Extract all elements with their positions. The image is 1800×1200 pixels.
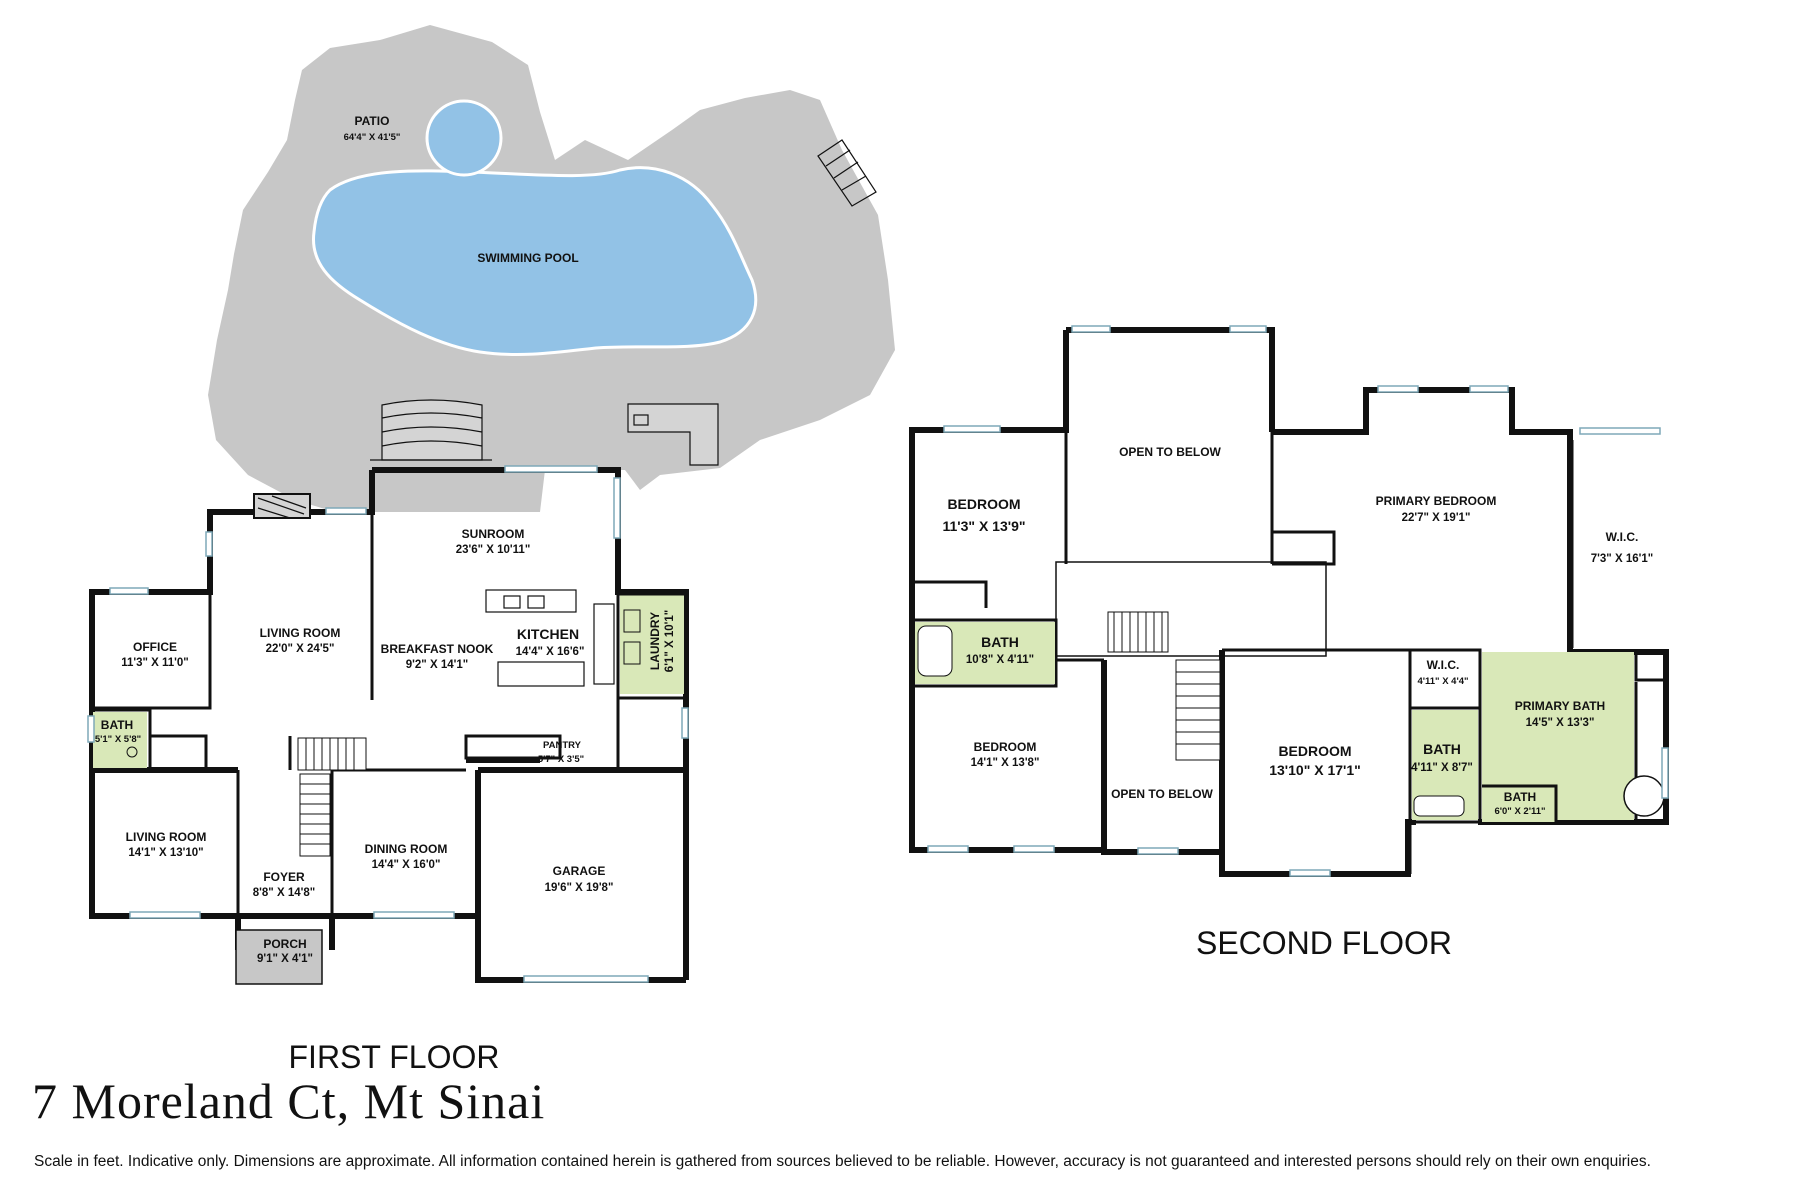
label-open-below-2: OPEN TO BELOW: [1111, 787, 1213, 801]
dim-bedroom-2: 14'1" X 13'8": [971, 757, 1040, 769]
windows-2f: [927, 325, 1669, 877]
dim-kitchen: 14'4" X 16'6": [516, 646, 585, 658]
label-bath-2f-1: BATH: [981, 634, 1019, 650]
dim-pantry: 5'7" X 3'5": [538, 754, 584, 765]
second-floor-walls: [909, 327, 1669, 877]
second-floor-title: SECOND FLOOR: [1196, 925, 1452, 961]
dim-living-room-1: 22'0" X 24'5": [266, 643, 335, 655]
dim-bath-1f: 5'1" X 5'8": [95, 734, 141, 745]
dim-porch: 9'1" X 4'1": [257, 953, 313, 965]
stairs-1f: [297, 737, 367, 857]
label-primary-bedroom: PRIMARY BEDROOM: [1376, 494, 1497, 508]
dim-living-room-2: 14'1" X 13'10": [128, 847, 203, 859]
label-pantry: PANTRY: [543, 740, 582, 751]
label-sunroom: SUNROOM: [462, 527, 525, 541]
first-floor-title: FIRST FLOOR: [289, 1039, 500, 1075]
dim-office: 11'3" X 11'0": [121, 657, 189, 669]
first-floor-walls: [89, 467, 689, 983]
dim-bedroom-3: 13'10" X 17'1": [1269, 762, 1361, 778]
dim-primary-bedroom: 22'7" X 19'1": [1402, 512, 1471, 524]
dim-bedroom-1: 11'3" X 13'9": [943, 518, 1026, 534]
dim-dining-room: 14'4" X 16'0": [372, 859, 441, 871]
dim-sunroom: 23'6" X 10'11": [456, 544, 531, 556]
label-kitchen: KITCHEN: [517, 626, 579, 642]
dim-wic-1: 7'3" X 16'1": [1591, 553, 1653, 565]
label-bath-1f: BATH: [101, 718, 133, 732]
outdoor-bar: [627, 403, 719, 466]
label-patio: PATIO: [355, 114, 390, 128]
label-bedroom-2: BEDROOM: [974, 740, 1037, 754]
label-bath-2f-3: BATH: [1504, 790, 1536, 804]
label-office: OFFICE: [133, 640, 177, 654]
label-porch: PORCH: [263, 937, 306, 951]
disclaimer-text: Scale in feet. Indicative only. Dimensio…: [34, 1153, 1651, 1170]
dim-breakfast-nook: 9'2" X 14'1": [406, 659, 468, 671]
dim-wic-2: 4'11" X 4'4": [1417, 676, 1468, 687]
dim-bath-2f-2: 4'11" X 8'7": [1411, 762, 1473, 774]
windows-1f: [87, 465, 689, 983]
label-bedroom-3: BEDROOM: [1278, 743, 1351, 759]
pool-spa: [425, 99, 503, 177]
label-garage: GARAGE: [553, 864, 606, 878]
dim-foyer: 8'8" X 14'8": [253, 887, 315, 899]
label-bath-2f-2: BATH: [1423, 741, 1461, 757]
patio-stairs-right: [817, 139, 877, 207]
label-pool: SWIMMING POOL: [477, 251, 578, 265]
label-open-below-1: OPEN TO BELOW: [1119, 445, 1221, 459]
label-dining-room: DINING ROOM: [365, 842, 448, 856]
bath-2f-3-fill: [1482, 786, 1556, 822]
label-wic-2: W.I.C.: [1427, 658, 1460, 672]
laundry-room: [620, 594, 684, 694]
label-bedroom-1: BEDROOM: [947, 496, 1020, 512]
dim-primary-bath: 14'5" X 13'3": [1526, 717, 1595, 729]
dim-garage: 19'6" X 19'8": [545, 882, 614, 894]
label-wic-1: W.I.C.: [1606, 530, 1639, 544]
stairs-2f: [1107, 611, 1221, 761]
dim-laundry: 6'1" X 10'1": [664, 610, 676, 672]
porch-area: [235, 929, 323, 985]
kitchen-fixtures: [485, 589, 615, 687]
label-living-room-1: LIVING ROOM: [260, 626, 341, 640]
label-primary-bath: PRIMARY BATH: [1515, 699, 1605, 713]
property-address: 7 Moreland Ct, Mt Sinai: [32, 1073, 546, 1129]
patio-steps: [370, 399, 492, 461]
bath-1f-fill: [93, 712, 147, 768]
label-laundry: LAUNDRY: [648, 612, 662, 670]
label-living-room-2: LIVING ROOM: [126, 830, 207, 844]
dim-bath-2f-1: 10'8" X 4'11": [966, 654, 1034, 666]
label-breakfast-nook: BREAKFAST NOOK: [381, 642, 494, 656]
dim-patio: 64'4" X 41'5": [344, 132, 401, 143]
label-foyer: FOYER: [263, 870, 305, 884]
dim-bath-2f-3: 6'0" X 2'11": [1494, 806, 1545, 817]
pool-main: [312, 166, 758, 357]
